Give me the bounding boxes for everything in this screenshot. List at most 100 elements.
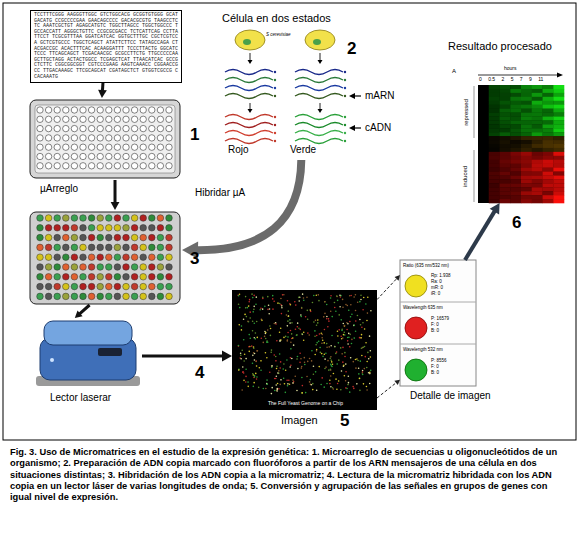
array-spot [166, 116, 172, 122]
array-spot [80, 107, 86, 113]
array-spot [140, 125, 146, 131]
heatmap-cell [543, 128, 554, 132]
image-spot [369, 383, 371, 385]
array-spot [71, 125, 77, 131]
image-spot [330, 311, 332, 313]
array-spot [54, 244, 61, 251]
image-spot [325, 366, 327, 368]
image-spot [285, 336, 287, 338]
image-spot [277, 372, 279, 374]
time-axis [478, 75, 558, 76]
array-spot [71, 274, 78, 281]
image-spot [330, 356, 332, 358]
image-spot [366, 367, 368, 369]
image-spot [288, 315, 290, 317]
array-spot [140, 215, 147, 222]
heatmap-cell [543, 164, 554, 168]
image-spot [298, 297, 300, 299]
array-spot [166, 264, 173, 271]
array-spot [80, 153, 86, 159]
array-spot [123, 293, 130, 300]
image-spot [321, 353, 323, 355]
image-spot [306, 296, 308, 298]
heatmap-cell [500, 85, 511, 89]
image-spot [285, 392, 287, 394]
detail-value: iR: 0 [431, 291, 440, 296]
array-spot [80, 244, 87, 251]
heatmap-cell [532, 128, 543, 132]
image-spot [326, 383, 328, 385]
image-spot [330, 375, 332, 377]
image-spot [350, 316, 352, 318]
image-spot [264, 336, 266, 338]
nucleic-strand [295, 139, 343, 144]
color-label: Verde [290, 144, 316, 156]
heatmap-cell [489, 187, 500, 191]
molecule-label: mARN [365, 90, 394, 102]
image-spot [295, 328, 297, 330]
image-spot [292, 337, 294, 339]
image-spot [315, 371, 317, 373]
heatmap-cell [532, 156, 543, 160]
array-spot [157, 135, 163, 141]
array-spot [149, 283, 156, 290]
heatmap-cell [543, 160, 554, 164]
array-spot [149, 225, 156, 232]
heatmap-cell [521, 199, 532, 203]
image-spot [281, 313, 283, 315]
heatmap-cell [532, 168, 543, 172]
heatmap-cell [532, 124, 543, 128]
heatmap-cell [543, 172, 554, 176]
array-spot [45, 144, 51, 150]
array-spot [123, 274, 130, 281]
heatmap-cell [532, 109, 543, 113]
heatmap-cell [521, 97, 532, 101]
detail-value: B: 0 [431, 370, 439, 375]
image-spot [249, 299, 251, 301]
image-spot [315, 320, 317, 322]
image-spot [252, 386, 254, 388]
sequence-box: TCCTTTCGGG AAGGGTTGGC GTCTGGCACG GCGGTGT… [30, 10, 182, 83]
image-spot [355, 367, 357, 369]
image-spot [286, 379, 288, 381]
array-spot [123, 264, 130, 271]
array-spot [106, 125, 112, 131]
heatmap-cell [532, 132, 543, 136]
image-spot [330, 365, 332, 367]
image-spot [261, 319, 263, 321]
image-spot [344, 356, 346, 358]
arrow-head [349, 93, 355, 99]
image-spot [346, 329, 348, 331]
image-spot [267, 329, 269, 331]
array-spot [131, 163, 137, 169]
heatmap-cell [510, 116, 521, 120]
heatmap-cell [521, 187, 532, 191]
heatmap-cell [510, 168, 521, 172]
heatmap-cell [553, 132, 564, 136]
image-spot [241, 329, 243, 331]
arrow-head [318, 109, 323, 113]
array-spot [166, 135, 172, 141]
array-spot [71, 135, 77, 141]
array-spot [45, 244, 52, 251]
reader-lid [44, 321, 132, 345]
image-spot [359, 360, 361, 362]
array-spot [149, 244, 156, 251]
detail-value: P: 16579 [431, 316, 449, 321]
image-spot [330, 297, 332, 299]
image-spot [360, 337, 362, 339]
heatmap-cell [510, 152, 521, 156]
image-spot [344, 325, 346, 327]
nucleic-strand [225, 115, 273, 120]
image-spot [338, 314, 340, 316]
heatmap-cell [510, 191, 521, 195]
image-spot [272, 308, 274, 310]
image-spot [277, 388, 279, 390]
heatmap-cell [532, 187, 543, 191]
image-spot [243, 360, 245, 362]
heatmap-cell [553, 124, 564, 128]
array-spot [123, 254, 130, 261]
heatmap-cell [500, 105, 511, 109]
heatmap-cell [510, 97, 521, 101]
